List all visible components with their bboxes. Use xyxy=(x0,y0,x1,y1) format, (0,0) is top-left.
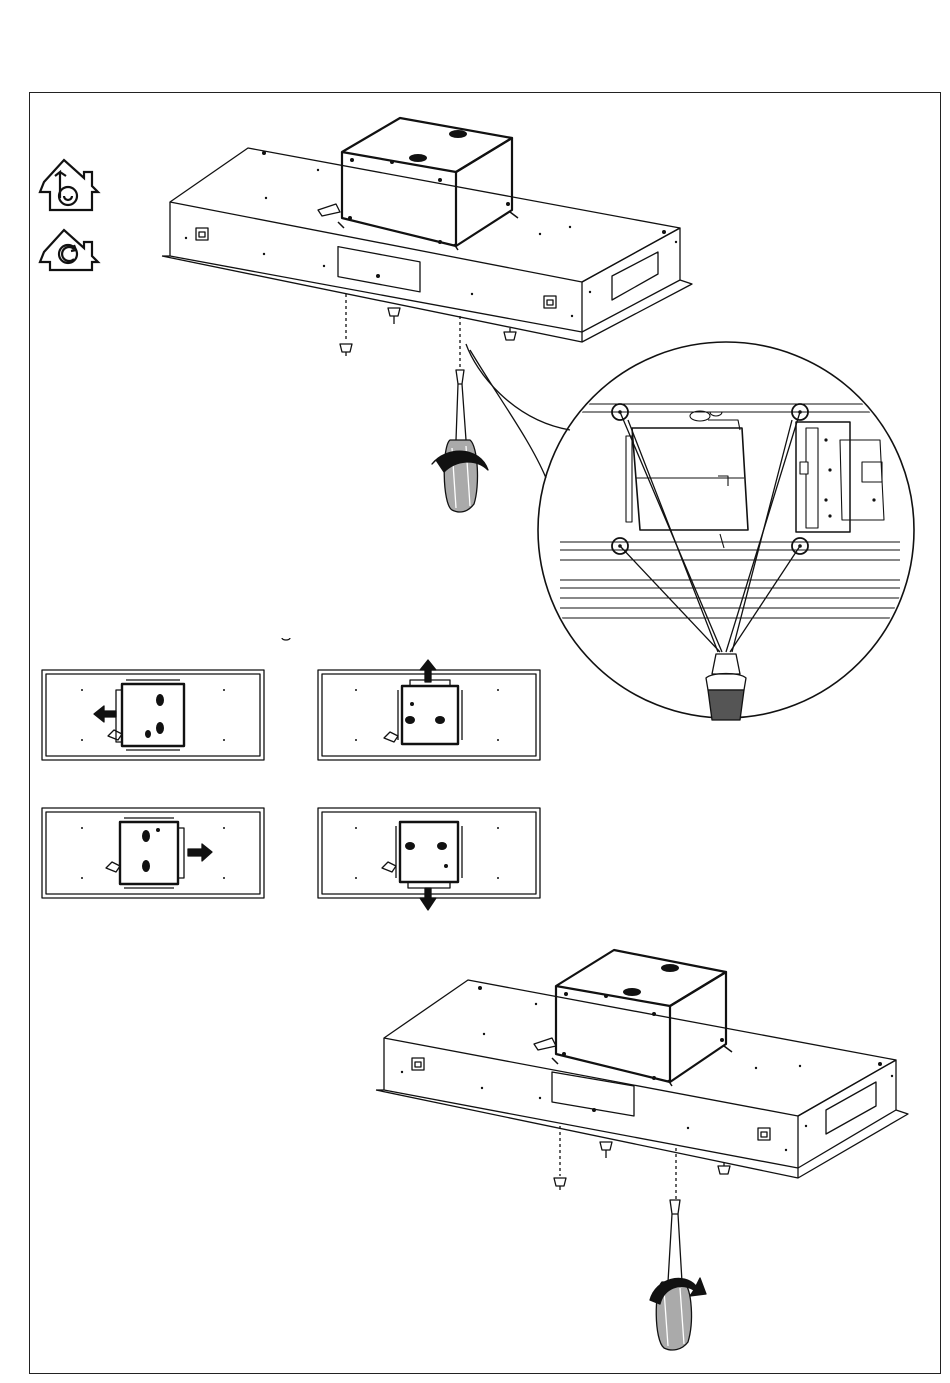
screwdriver-bit-icon xyxy=(706,654,746,720)
positions xyxy=(42,660,540,910)
fixing-point-markers xyxy=(612,404,808,554)
detail-magnifier xyxy=(466,342,914,720)
screwdriver-icon xyxy=(656,1200,691,1350)
arrow-right-icon xyxy=(188,844,212,861)
screw-icon xyxy=(554,1178,566,1190)
motor-box-top xyxy=(338,118,518,250)
position-panel-down xyxy=(318,808,540,910)
screw-icon xyxy=(504,328,516,340)
screwdriver-icon xyxy=(444,370,477,512)
position-panel-left xyxy=(42,670,264,760)
hood-top xyxy=(162,118,692,512)
position-panel-right xyxy=(42,808,264,898)
position-panel-up xyxy=(318,660,540,760)
hood-bottom-screws xyxy=(554,1126,730,1200)
screw-icon xyxy=(388,308,400,324)
screw-icon xyxy=(600,1142,612,1158)
arrow-down-icon xyxy=(420,888,436,910)
hood-top-screws xyxy=(340,294,516,368)
hood-top-screw-holes xyxy=(185,151,677,317)
hood-bottom xyxy=(376,950,908,1350)
screw-icon xyxy=(340,344,352,356)
motor-box-bottom xyxy=(552,950,732,1086)
leader-lines xyxy=(620,412,800,652)
arrow-left-icon xyxy=(94,706,116,722)
arrow-up-icon xyxy=(420,660,436,682)
